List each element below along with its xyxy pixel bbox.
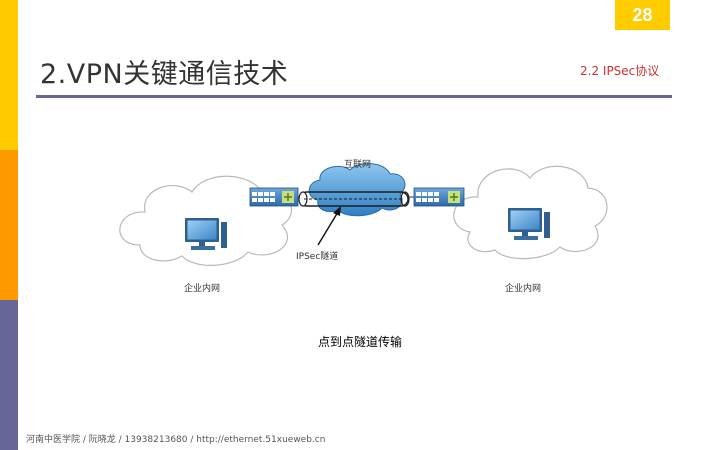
tunnel-label: IPSec隧道 xyxy=(296,252,339,262)
ipsec-tunnel xyxy=(298,191,410,207)
left-switch-icon xyxy=(249,187,299,207)
right-computer-icon xyxy=(508,208,550,240)
left-network-label: 企业内网 xyxy=(184,284,221,294)
footer-text: 河南中医学院 / 阮晓龙 / 13938213680 / http://ethe… xyxy=(26,435,326,445)
diagram-caption: 点到点隧道传输 xyxy=(317,335,402,349)
right-switch-icon xyxy=(413,187,465,207)
left-bar-purple xyxy=(0,300,18,450)
tunnel-pointer-arrow xyxy=(317,206,341,246)
internet-cloud-icon xyxy=(308,163,406,217)
left-bar-yellow xyxy=(0,0,18,150)
left-computer-icon xyxy=(185,218,227,250)
slide-subtitle: 2.2 IPSec协议 xyxy=(580,64,660,78)
left-bar-orange xyxy=(0,150,18,300)
page-number: 28 xyxy=(615,0,670,30)
slide-title: 2.VPN关键通信技术 xyxy=(40,59,289,90)
internet-label: 互联网 xyxy=(344,160,372,170)
title-divider xyxy=(36,95,672,98)
right-network-label: 企业内网 xyxy=(505,284,542,294)
